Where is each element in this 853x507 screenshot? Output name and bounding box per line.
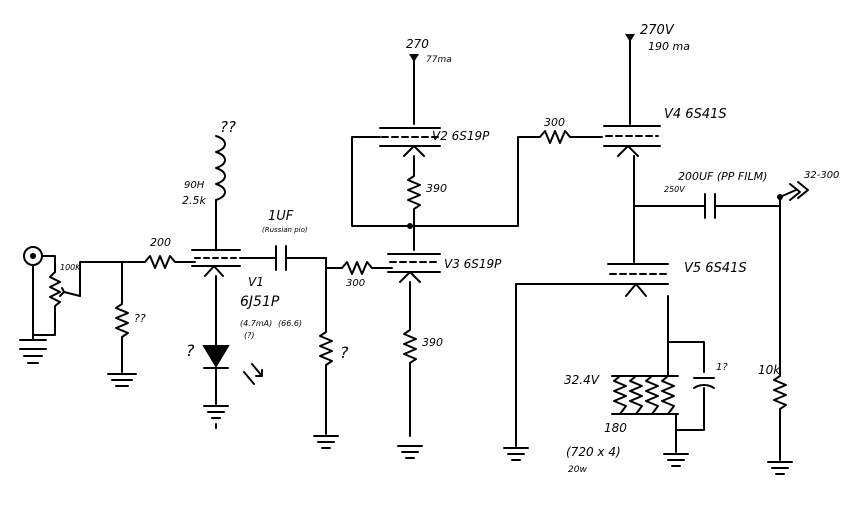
pot-wiper-wire <box>79 261 146 297</box>
bias-resistor-4 <box>661 375 675 415</box>
r-out-label: 10k <box>758 363 781 377</box>
cathode-led <box>202 345 230 368</box>
v1-note-c: (?) <box>244 331 255 340</box>
bias-voltage-label: 32.4V <box>564 373 600 387</box>
input-series-resistor <box>144 255 196 269</box>
junction-v2-v3 <box>407 223 413 229</box>
coupling-cap-1uf <box>275 245 287 271</box>
v4-tube <box>603 125 661 157</box>
output-arrow-icon <box>789 181 809 201</box>
bias-resistor-label: 180 <box>604 421 627 435</box>
r-in-gnd-label: ?? <box>134 312 146 325</box>
v4-label: V4 6S41S <box>664 107 727 122</box>
v4-supply-label: 270V <box>640 23 675 38</box>
ground-symbol-grid <box>107 373 137 387</box>
v5-label: V5 6S41S <box>684 261 747 276</box>
v5-grid-wire <box>515 283 609 447</box>
input-jack <box>23 246 43 266</box>
v1-tube <box>191 249 241 277</box>
v3-grid-leak-resistor <box>319 257 333 435</box>
ground-symbol-output <box>767 461 793 475</box>
output-label: 32-300 <box>804 170 839 181</box>
bias-cap-label: 1? <box>716 362 728 373</box>
bias-resistor-note: (720 x 4) <box>566 445 621 459</box>
input-jack-ground-wire <box>19 264 47 341</box>
v2-supply-label: 270 <box>406 37 429 51</box>
v2-supply-terminal <box>409 54 419 62</box>
v1-tube-label: 6J51P <box>240 294 280 310</box>
pot-wiper-arrow <box>63 291 81 297</box>
r-v4-grid-label: 300 <box>544 116 565 129</box>
v3-grid-resistor <box>325 261 393 275</box>
pot-label: 100K <box>60 263 81 272</box>
ground-symbol-v3-grid <box>313 435 339 449</box>
v4-current-label: 190 ma <box>648 40 690 53</box>
v2-label: V2 6S19P <box>432 129 490 143</box>
v2-grid-wire <box>351 136 415 227</box>
choke-henry-label: 90H <box>184 180 205 191</box>
output-cap <box>704 193 716 219</box>
v5-cathode-wire <box>667 295 705 373</box>
choke-top-label: ?? <box>220 118 236 136</box>
cap1-type-label: (Russian pio) <box>262 226 308 234</box>
ground-symbol-bias <box>663 453 689 467</box>
cap1-right-wire <box>285 257 327 267</box>
r-v3-grid-label: 300 <box>346 278 365 289</box>
output-wire <box>779 189 797 198</box>
v5-tube <box>607 263 669 297</box>
r-in-label: 200 <box>150 236 171 249</box>
v2-tube <box>379 127 441 157</box>
v4-supply-terminal <box>625 34 635 42</box>
plate-choke <box>215 135 226 201</box>
v1-note-a: (4.7mA) <box>240 319 272 328</box>
led-light-arrows <box>243 363 263 385</box>
cap-out-label: 200UF (PP FILM) <box>678 170 767 183</box>
bias-resistor-1 <box>613 375 627 415</box>
v2-cathode-to-v4-wire <box>413 136 541 227</box>
bias-cap-bottom-wire <box>675 387 705 431</box>
r-v3-gnd-label: ? <box>340 343 349 362</box>
pot-top-wire <box>41 255 56 273</box>
bias-resistor-3 <box>645 375 659 415</box>
v3-cathode-resistor <box>403 281 417 437</box>
v2-current-label: 77ma <box>426 55 452 65</box>
v3-label: V3 6S19P <box>444 257 502 271</box>
ground-symbol-v5-grid <box>503 447 529 461</box>
cap-out-voltage-label: 250V <box>664 185 685 194</box>
r-v3-cathode-label: 390 <box>422 336 443 349</box>
led-question-label: ? <box>186 341 195 360</box>
bias-watt-label: 20w <box>568 465 587 475</box>
bias-cap <box>693 377 715 389</box>
cap1-label: 1UF <box>268 209 294 224</box>
bias-resistor-2 <box>629 375 643 415</box>
v4-grid-resistor <box>539 130 603 144</box>
v3-tube <box>387 253 441 283</box>
v2-cathode-resistor <box>407 155 421 251</box>
grid-leak-resistor <box>115 261 129 373</box>
r-v2-cathode-label: 390 <box>426 182 447 195</box>
ground-symbol-input <box>19 348 47 364</box>
output-load-resistor <box>773 196 787 461</box>
input-pot <box>32 271 61 336</box>
v1-note-b: (66.6) <box>278 319 302 328</box>
ground-symbol-v3 <box>397 445 423 459</box>
v1-label: V1 <box>248 275 264 289</box>
pot-wiper-head <box>59 287 65 297</box>
ground-symbol-v1 <box>203 405 229 429</box>
choke-ohm-label: 2.5k <box>182 194 206 207</box>
